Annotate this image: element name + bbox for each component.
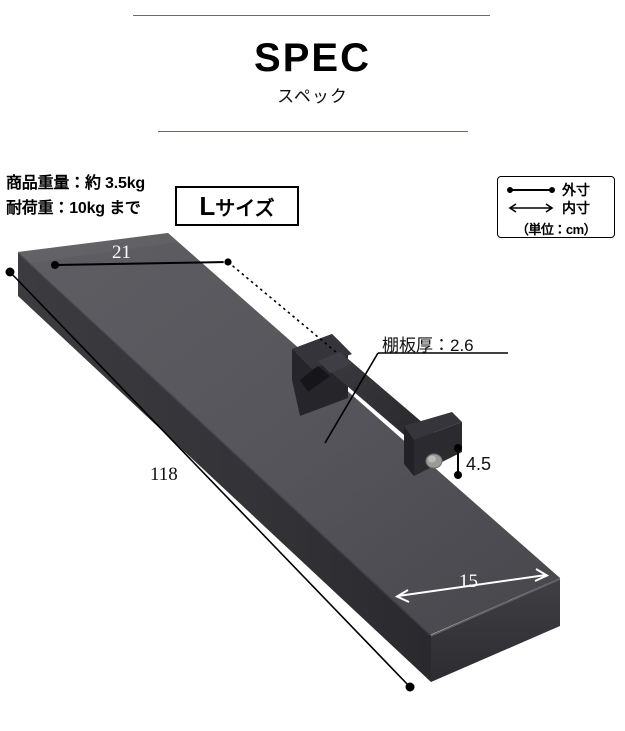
dimension-118 bbox=[5, 267, 415, 692]
dimension-label-height: 4.5 bbox=[466, 454, 492, 474]
product-weight-line: 商品重量：約 3.5kg bbox=[6, 175, 145, 192]
dimension-legend: 外寸 内寸 （単位：cm） bbox=[497, 176, 615, 238]
shelf-top-sheen bbox=[18, 233, 178, 263]
dimension-label-length: 118 bbox=[150, 464, 178, 485]
dimension-45 bbox=[454, 444, 462, 479]
dimension-label-board-thickness: 棚板厚：2.6 bbox=[382, 336, 474, 355]
shelf-diagram bbox=[5, 233, 561, 692]
shelf-top-surface bbox=[18, 233, 560, 635]
outer-dimension-symbol-icon bbox=[504, 181, 562, 199]
bracket-foot-front bbox=[404, 426, 414, 476]
dimension-label-depth: 21 bbox=[112, 242, 131, 263]
bracket-screw-highlight bbox=[428, 455, 436, 463]
shelf-front-end-cap bbox=[431, 578, 560, 682]
page-title: SPEC bbox=[254, 36, 371, 80]
legend-label-inner: 内寸 bbox=[562, 200, 590, 216]
bracket-wall-plate-top bbox=[292, 334, 352, 369]
legend-label-outer: 外寸 bbox=[562, 182, 590, 198]
dimension-label-width: 15 bbox=[459, 571, 478, 592]
dimension-21 bbox=[51, 257, 233, 269]
product-info-block: 商品重量：約 3.5kg 耐荷重：10kg まで bbox=[6, 172, 145, 222]
shelf-end-cap-highlight bbox=[430, 578, 561, 637]
product-illustration bbox=[0, 230, 625, 700]
size-badge-suffix: サイズ bbox=[215, 197, 275, 220]
leader-line-board-thickness bbox=[324, 352, 508, 444]
bracket-foot bbox=[404, 412, 462, 440]
legend-unit-note: （単位：cm） bbox=[515, 222, 597, 237]
bracket-diagonal-brace-top bbox=[318, 352, 352, 373]
load-capacity-line: 耐荷重：10kg まで bbox=[6, 199, 141, 217]
legend-row-inner: 内寸 bbox=[498, 199, 614, 217]
shelf-side-highlight bbox=[17, 252, 432, 637]
dimension-15 bbox=[394, 568, 550, 603]
inner-dimension-symbol-icon bbox=[504, 199, 562, 217]
size-badge-label: Lサイズ bbox=[199, 191, 274, 222]
divider-top bbox=[133, 15, 490, 16]
page-subtitle: スペック bbox=[277, 87, 348, 106]
size-badge: Lサイズ bbox=[175, 186, 299, 226]
size-badge-letter: L bbox=[199, 190, 216, 221]
divider-bottom bbox=[158, 131, 468, 132]
bracket-shadow-gap bbox=[300, 366, 330, 392]
shelf-side-face bbox=[18, 252, 431, 682]
legend-row-outer: 外寸 bbox=[498, 181, 614, 199]
